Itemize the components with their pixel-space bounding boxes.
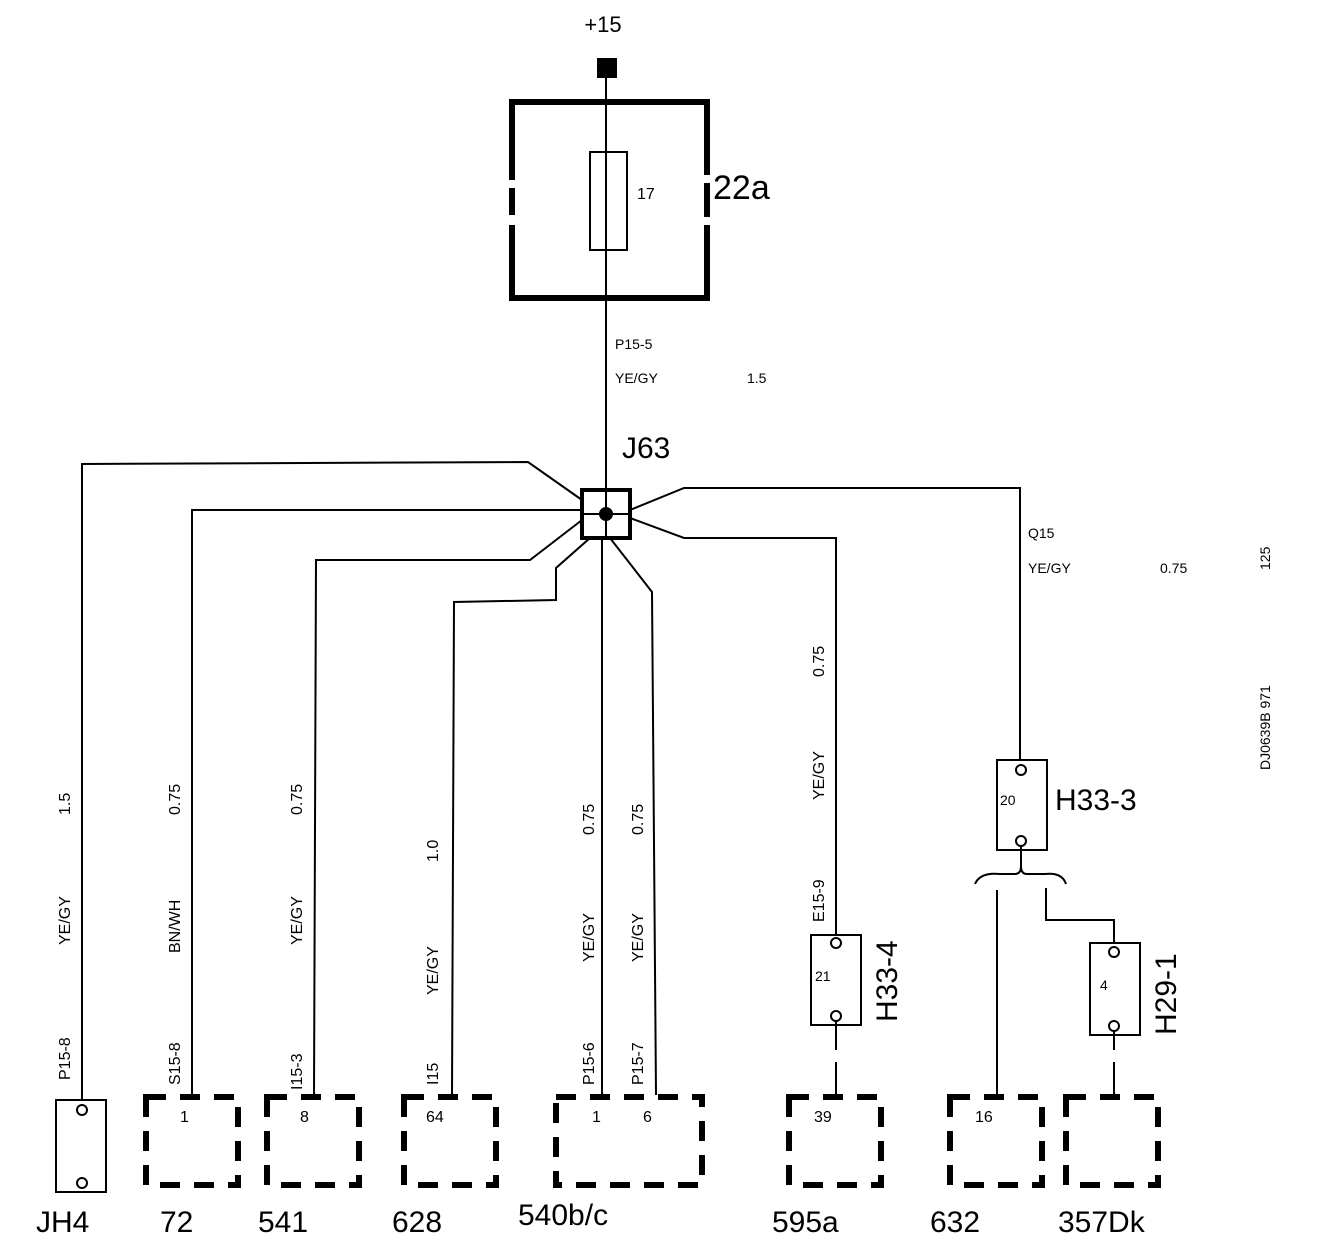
label-72: S15-8 BN/WH 0.75 — [167, 784, 184, 1085]
pin-632: 16 — [975, 1109, 993, 1126]
connector-632 — [947, 1094, 1045, 1188]
wire-jh4 — [81, 460, 583, 1105]
main-wire-pin: P15-5 — [615, 336, 653, 352]
label-connector-632: 632 — [930, 1206, 980, 1239]
svg-text:YE/GY: YE/GY — [425, 946, 442, 995]
wire-q15 — [629, 487, 1021, 765]
connector-72 — [143, 1094, 241, 1188]
wire-h29-1 — [1045, 888, 1115, 945]
label-540-pin1: P15-6 YE/GY 0.75 — [581, 804, 598, 1085]
svg-text:E15-9: E15-9 — [811, 879, 828, 922]
h29-1-label: H29-1 — [1150, 953, 1183, 1035]
pin-72: 1 — [180, 1109, 189, 1126]
q15-code: Q15 — [1028, 525, 1055, 541]
h33-3-label: H33-3 — [1055, 784, 1137, 817]
supply-terminal — [597, 58, 617, 78]
label-connector-72: 72 — [160, 1206, 193, 1239]
wire-595a — [629, 517, 837, 937]
h33-3-brace — [974, 865, 1067, 885]
h29-1-connector — [1089, 942, 1141, 1036]
label-connector-540bc: 540b/c — [518, 1199, 608, 1232]
label-connector-628: 628 — [392, 1206, 442, 1239]
svg-text:P15-8: P15-8 — [57, 1037, 74, 1080]
svg-text:BN/WH: BN/WH — [167, 900, 184, 953]
label-628: I15 YE/GY 1.0 — [425, 840, 442, 1085]
svg-text:1.0: 1.0 — [425, 840, 442, 862]
svg-text:1.5: 1.5 — [57, 793, 74, 815]
q15-size: 0.75 — [1160, 560, 1187, 576]
svg-text:I15: I15 — [425, 1063, 442, 1085]
svg-text:0.75: 0.75 — [289, 784, 306, 815]
svg-text:YE/GY: YE/GY — [289, 896, 306, 945]
svg-text:0.75: 0.75 — [581, 804, 598, 835]
connector-357dk — [1063, 1094, 1161, 1188]
h33-4-label: H33-4 — [871, 940, 904, 1022]
h33-3-pin: 20 — [1000, 792, 1016, 808]
connector-628 — [401, 1094, 499, 1188]
svg-text:YE/GY: YE/GY — [630, 913, 647, 962]
fuse-element — [589, 151, 628, 251]
junction-node — [599, 507, 613, 521]
fuse-number: 17 — [637, 186, 655, 203]
doc-id: DJ0639B 971 — [1257, 685, 1273, 770]
svg-text:0.75: 0.75 — [811, 646, 828, 677]
svg-text:YE/GY: YE/GY — [57, 896, 74, 945]
h33-4-pin: 21 — [815, 968, 831, 984]
wire-628 — [451, 537, 591, 1096]
junction-label: J63 — [622, 432, 670, 465]
q15-color: YE/GY — [1028, 560, 1071, 576]
label-connector-357dk: 357Dk — [1058, 1206, 1146, 1239]
pin-628: 64 — [426, 1109, 444, 1126]
wire-541 — [313, 519, 583, 1096]
wire-540-pin6 — [609, 537, 657, 1096]
svg-text:0.75: 0.75 — [630, 804, 647, 835]
pin-540-a: 1 — [592, 1109, 601, 1126]
label-541: I15-3 YE/GY 0.75 — [289, 784, 306, 1090]
wire-72 — [191, 509, 582, 1095]
pin-595a: 39 — [814, 1109, 832, 1126]
pin-540-b: 6 — [643, 1109, 652, 1126]
main-wire-color: YE/GY — [615, 370, 658, 386]
supply-label: +15 — [584, 12, 621, 37]
connector-540bc — [553, 1094, 705, 1188]
svg-text:YE/GY: YE/GY — [581, 913, 598, 962]
svg-text:S15-8: S15-8 — [167, 1042, 184, 1085]
pin-541: 8 — [300, 1109, 309, 1126]
svg-text:YE/GY: YE/GY — [811, 751, 828, 800]
label-connector-595a: 595a — [772, 1206, 839, 1239]
jh4-label: JH4 — [36, 1206, 89, 1239]
svg-text:P15-6: P15-6 — [581, 1042, 598, 1085]
connector-595a — [786, 1094, 884, 1188]
fuse-box-label: 22a — [713, 169, 770, 207]
connector-541 — [264, 1094, 362, 1188]
svg-text:I15-3: I15-3 — [289, 1053, 306, 1090]
side-code: 125 — [1257, 546, 1273, 570]
main-wire-size: 1.5 — [747, 370, 767, 386]
h29-1-pin: 4 — [1100, 977, 1108, 993]
svg-text:0.75: 0.75 — [167, 784, 184, 815]
label-540-pin6: P15-7 YE/GY 0.75 — [630, 804, 647, 1085]
svg-text:P15-7: P15-7 — [630, 1042, 647, 1085]
label-595a: E15-9 YE/GY 0.75 — [811, 646, 828, 922]
label-connector-541: 541 — [258, 1206, 308, 1239]
label-jh4: P15-8 YE/GY 1.5 — [57, 793, 74, 1080]
fuse-box — [509, 99, 710, 301]
